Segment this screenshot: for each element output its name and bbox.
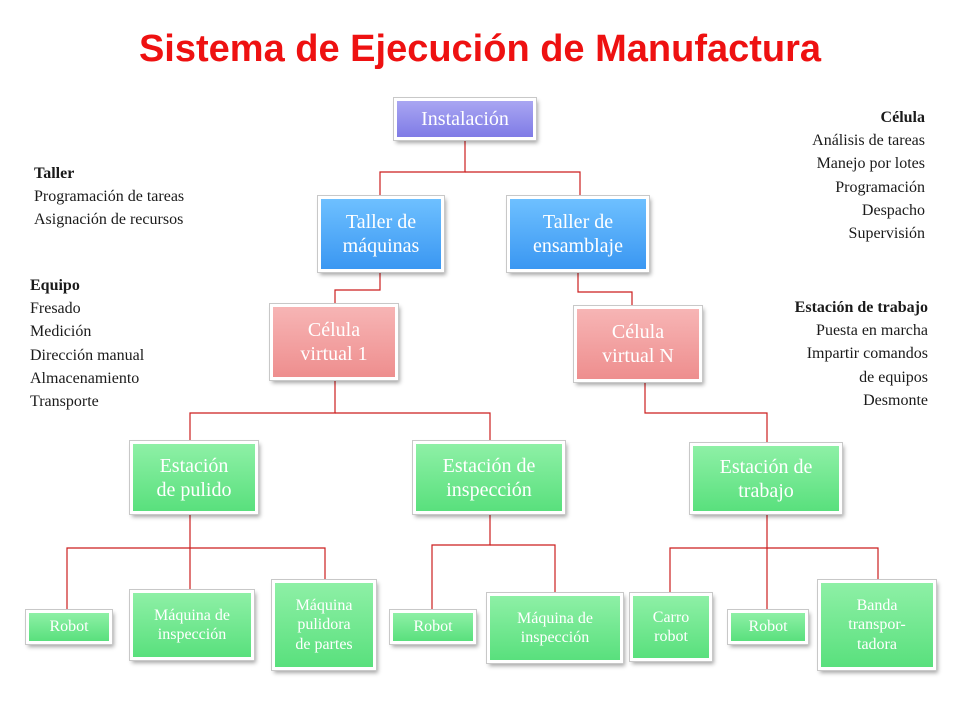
node-maquina-inspeccion-1-label: Máquina de inspección <box>154 606 230 643</box>
notes-taller-item: Asignación de recursos <box>34 211 184 229</box>
notes-estacion-trabajo: Estación de trabajo Puesta en marcha Imp… <box>795 296 928 412</box>
connector-instalacion <box>379 138 466 198</box>
node-instalacion: Instalación <box>394 98 536 140</box>
notes-celula: Célula Análisis de tareas Manejo por lot… <box>812 106 925 245</box>
notes-taller-item: Programación de tareas <box>34 188 185 206</box>
notes-estacion-item: Puesta en marcha <box>816 322 928 340</box>
node-carro-robot: Carro robot <box>630 593 712 661</box>
node-celula-virtual-1: Célula virtual 1 <box>270 304 398 380</box>
node-estacion-pulido: Estación de pulido <box>130 441 258 514</box>
connector-estacion-inspeccion-right <box>490 544 556 595</box>
node-maquina-inspeccion-1: Máquina de inspección <box>130 590 254 660</box>
notes-taller: Taller Programación de tareas Asignación… <box>34 162 184 232</box>
node-robot-3: Robot <box>728 610 808 644</box>
connector-estacion-inspeccion <box>431 512 491 612</box>
notes-celula-item: Análisis de tareas <box>812 132 925 150</box>
notes-equipo-item: Dirección manual <box>30 346 145 364</box>
node-carro-robot-label: Carro robot <box>652 608 690 645</box>
node-celula-virtual-n: Célula virtual N <box>574 306 702 382</box>
node-estacion-inspeccion: Estación de inspección <box>413 441 565 514</box>
notes-estacion-item: Desmonte <box>863 391 928 409</box>
node-banda-transportadora: Banda transpor- tadora <box>818 580 936 670</box>
node-taller-maquinas-label: Taller de máquinas <box>342 211 420 257</box>
connector-estacion-trabajo-right <box>767 547 879 582</box>
notes-celula-item: Manejo por lotes <box>816 155 925 173</box>
node-celula-virtual-1-label: Célula virtual 1 <box>300 319 368 365</box>
notes-taller-heading: Taller <box>34 165 75 182</box>
node-robot-2: Robot <box>390 610 476 644</box>
node-estacion-trabajo-label: Estación de trabajo <box>719 455 813 502</box>
notes-celula-item: Despacho <box>861 201 925 219</box>
connector-celula-1-right <box>335 412 491 443</box>
connector-estacion-trabajo <box>669 512 768 595</box>
node-estacion-trabajo: Estación de trabajo <box>690 443 842 514</box>
connector-instalacion-right <box>465 171 581 198</box>
notes-celula-item: Programación <box>835 178 925 196</box>
notes-celula-heading: Célula <box>880 109 925 126</box>
node-maquina-inspeccion-2: Máquina de inspección <box>487 593 623 663</box>
node-robot-2-label: Robot <box>413 618 453 636</box>
node-taller-ensamblaje-label: Taller de ensamblaje <box>533 211 623 257</box>
node-robot-1: Robot <box>26 610 112 644</box>
page-title: Sistema de Ejecución de Manufactura <box>138 28 822 70</box>
node-estacion-inspeccion-label: Estación de inspección <box>442 454 536 501</box>
node-maquina-pulidora: Máquina pulidora de partes <box>272 580 376 670</box>
connector-celula-n <box>644 380 768 445</box>
notes-equipo-item: Transporte <box>30 392 99 410</box>
notes-equipo-item: Medición <box>30 323 92 341</box>
node-celula-virtual-n-label: Célula virtual N <box>602 321 674 367</box>
node-robot-3-label: Robot <box>748 618 788 636</box>
node-maquina-inspeccion-2-label: Máquina de inspección <box>517 609 593 646</box>
notes-equipo-item: Fresado <box>30 300 81 318</box>
connector-celula-1 <box>189 378 336 443</box>
notes-estacion-heading: Estación de trabajo <box>794 299 928 316</box>
node-robot-1-label: Robot <box>49 618 89 636</box>
notes-equipo: Equipo Fresado Medición Dirección manual… <box>30 274 144 413</box>
notes-estacion-item: Impartir comandos <box>806 345 928 363</box>
node-instalacion-label: Instalación <box>421 108 509 130</box>
notes-celula-item: Supervisión <box>848 224 925 242</box>
connector-taller-ensamblaje <box>577 270 633 308</box>
connector-estacion-pulido-right <box>190 547 326 582</box>
notes-equipo-item: Almacenamiento <box>30 369 140 387</box>
connector-estacion-pulido <box>66 512 191 612</box>
node-taller-maquinas: Taller de máquinas <box>318 196 444 272</box>
node-taller-ensamblaje: Taller de ensamblaje <box>507 196 649 272</box>
node-maquina-pulidora-label: Máquina pulidora de partes <box>295 597 353 653</box>
node-banda-transportadora-label: Banda transpor- tadora <box>848 597 906 653</box>
connector-taller-maquinas <box>334 270 381 306</box>
notes-estacion-item: de equipos <box>859 368 928 386</box>
notes-equipo-heading: Equipo <box>30 277 80 294</box>
node-estacion-pulido-label: Estación de pulido <box>156 454 232 501</box>
